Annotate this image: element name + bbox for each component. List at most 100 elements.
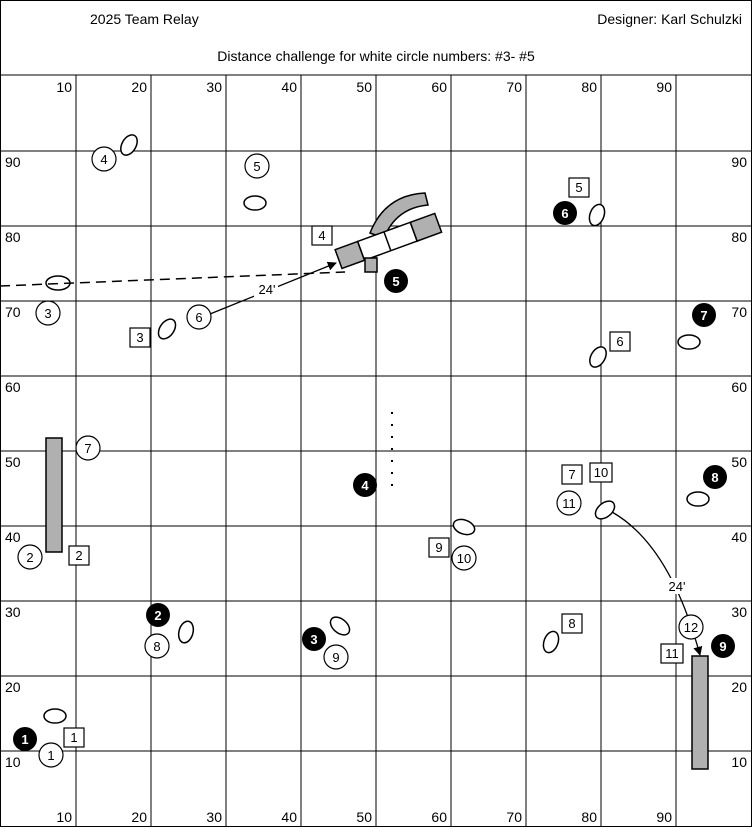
y-label-right-50: 50: [731, 454, 747, 470]
curved-tunnel-obstacle: [369, 192, 429, 239]
y-label-right-30: 30: [731, 604, 747, 620]
black-number-5: 5: [392, 274, 399, 289]
white-number-6: 6: [195, 310, 202, 325]
black-number-marker: [553, 201, 577, 225]
square-number-5: 5: [575, 180, 582, 195]
hoop-obstacle: [177, 620, 195, 644]
y-label-left-70: 70: [5, 304, 21, 320]
white-number-5: 5: [253, 159, 260, 174]
square-number-3: 3: [136, 330, 143, 345]
white-number-marker: [35, 300, 61, 326]
square-number-1: 1: [70, 730, 77, 745]
white-number-marker: [451, 545, 477, 571]
white-number-12: 12: [684, 620, 698, 635]
x-label-bottom-80: 80: [581, 809, 597, 825]
y-label-left-90: 90: [5, 154, 21, 170]
white-number-marker: [678, 614, 704, 640]
y-label-left-20: 20: [5, 679, 21, 695]
hoop-obstacle: [43, 708, 67, 724]
square-number-marker: [561, 613, 583, 634]
black-number-6: 6: [561, 206, 568, 221]
y-label-left-40: 40: [5, 529, 21, 545]
hoop-obstacle: [452, 518, 476, 536]
white-number-10: 10: [457, 551, 471, 566]
white-number-marker: [38, 742, 64, 768]
y-label-left-80: 80: [5, 229, 21, 245]
white-number-marker: [556, 490, 582, 516]
white-number-marker: [17, 544, 43, 570]
square-number-marker: [311, 225, 333, 246]
tire-support: [364, 257, 378, 273]
hoop-obstacle: [686, 491, 710, 507]
square-number-2: 2: [75, 548, 82, 563]
x-label-bottom-50: 50: [356, 809, 372, 825]
x-label-bottom-60: 60: [431, 809, 447, 825]
straight-tunnel-obstacle: [691, 655, 709, 770]
hoop-obstacle: [588, 203, 606, 227]
white-number-marker: [75, 435, 101, 461]
white-number-9: 9: [332, 650, 339, 665]
y-label-left-60: 60: [5, 379, 21, 395]
x-label-top-90: 90: [656, 79, 672, 95]
square-number-6: 6: [616, 334, 623, 349]
x-label-bottom-40: 40: [281, 809, 297, 825]
square-number-marker: [660, 643, 684, 664]
y-label-right-60: 60: [731, 379, 747, 395]
hoop-obstacle: [329, 616, 351, 636]
x-label-top-60: 60: [431, 79, 447, 95]
square-number-8: 8: [568, 616, 575, 631]
black-number-2: 2: [154, 608, 161, 623]
x-label-top-10: 10: [56, 79, 72, 95]
black-number-marker: [703, 465, 727, 489]
y-label-right-80: 80: [731, 229, 747, 245]
y-label-right-10: 10: [731, 754, 747, 770]
hoop-obstacle: [120, 134, 138, 156]
square-number-marker: [609, 331, 631, 352]
white-number-marker: [244, 153, 270, 179]
black-number-9: 9: [719, 639, 726, 654]
square-number-marker: [63, 727, 85, 748]
white-number-2: 2: [26, 550, 33, 565]
square-number-11: 11: [665, 646, 679, 661]
black-number-marker: [692, 303, 716, 327]
x-label-bottom-30: 30: [206, 809, 222, 825]
square-number-7: 7: [568, 467, 575, 482]
distance-line: [0, 271, 346, 287]
x-label-top-20: 20: [131, 79, 147, 95]
y-label-right-90: 90: [731, 154, 747, 170]
x-label-top-80: 80: [581, 79, 597, 95]
x-label-bottom-20: 20: [131, 809, 147, 825]
x-label-bottom-70: 70: [506, 809, 522, 825]
x-label-top-70: 70: [506, 79, 522, 95]
course-header: 2025 Team Relay Designer: Karl Schulzki …: [0, 0, 752, 75]
y-label-left-10: 10: [5, 754, 21, 770]
black-number-marker: [302, 627, 326, 651]
grid-lines: [0, 75, 752, 827]
x-label-bottom-10: 10: [56, 809, 72, 825]
black-number-3: 3: [310, 632, 317, 647]
x-label-top-40: 40: [281, 79, 297, 95]
white-number-4: 4: [100, 152, 107, 167]
black-number-8: 8: [711, 470, 718, 485]
white-number-8: 8: [153, 639, 160, 654]
straight-tunnel-obstacle: [45, 437, 63, 553]
square-number-marker: [561, 464, 583, 485]
hoop-obstacle: [589, 346, 607, 368]
square-number-9: 9: [435, 540, 442, 555]
white-number-3: 3: [44, 306, 51, 321]
square-number-marker: [428, 537, 450, 558]
white-number-marker: [144, 633, 170, 659]
white-number-marker: [91, 146, 117, 172]
x-label-top-50: 50: [356, 79, 372, 95]
contact-obstacle: [334, 212, 443, 270]
black-number-marker: [353, 473, 377, 497]
white-number-7: 7: [84, 441, 91, 456]
y-label-right-20: 20: [731, 679, 747, 695]
y-label-left-50: 50: [5, 454, 21, 470]
hoop-obstacle: [157, 318, 177, 340]
course-subtitle: Distance challenge for white circle numb…: [217, 48, 535, 64]
x-label-bottom-90: 90: [656, 809, 672, 825]
square-number-marker: [589, 462, 613, 483]
square-number-marker: [129, 327, 151, 348]
black-number-marker: [384, 269, 408, 293]
